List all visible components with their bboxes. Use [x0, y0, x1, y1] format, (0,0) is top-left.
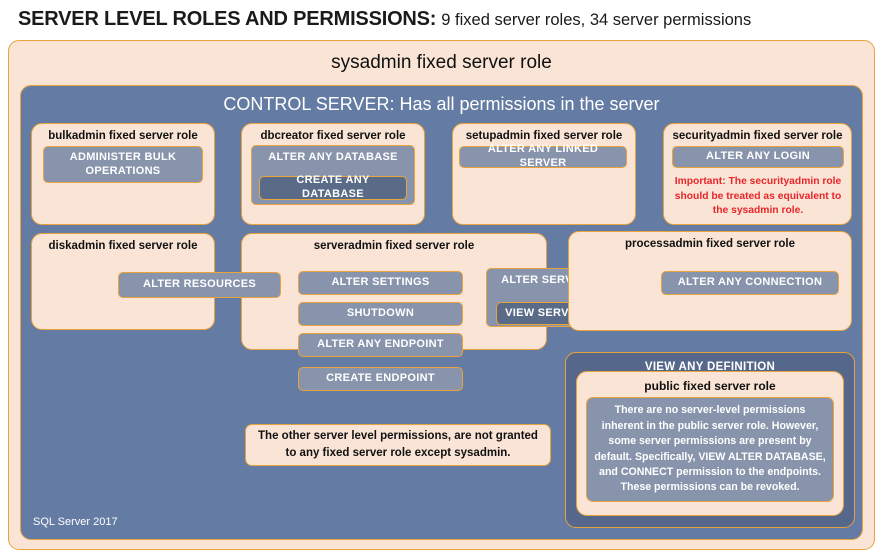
permission-create-endpoint[interactable]: CREATE ENDPOINT — [298, 367, 463, 391]
public-role-description: There are no server-level permissions in… — [586, 397, 834, 502]
permission-alter-any-endpoint[interactable]: ALTER ANY ENDPOINT — [298, 333, 463, 357]
permission-alter-any-login[interactable]: ALTER ANY LOGIN — [672, 146, 844, 168]
control-server-label: CONTROL SERVER: Has all permissions in t… — [223, 94, 660, 114]
role-title-diskadmin: diskadmin fixed server role — [48, 240, 198, 252]
view-any-definition-label: VIEW ANY DEFINITION — [644, 361, 776, 373]
role-title-bulkadmin: bulkadmin fixed server role — [48, 130, 198, 142]
role-title-processadmin: processadmin fixed server role — [624, 238, 796, 250]
role-title-serveradmin: serveradmin fixed server role — [313, 240, 475, 252]
role-card-setupadmin: setupadmin fixed server role — [452, 123, 636, 225]
permission-create-any-database[interactable]: CREATE ANY DATABASE — [259, 174, 407, 200]
role-card-securityadmin: securityadmin fixed server role — [663, 123, 852, 225]
securityadmin-warning-text: Important: The securityadmin role should… — [674, 176, 842, 217]
sysadmin-label: sysadmin fixed server role — [331, 52, 552, 73]
page-title: SERVER LEVEL ROLES AND PERMISSIONS: 9 fi… — [18, 8, 868, 36]
permission-shutdown[interactable]: SHUTDOWN — [298, 302, 463, 326]
role-title-dbcreator: dbcreator fixed server role — [260, 130, 406, 142]
page-title-subtitle: 9 fixed server roles, 34 server permissi… — [441, 11, 752, 29]
footer-label: SQL Server 2017 — [33, 516, 118, 528]
role-title-setupadmin: setupadmin fixed server role — [465, 130, 623, 142]
role-title-securityadmin: securityadmin fixed server role — [672, 130, 843, 142]
role-title-public: public fixed server role — [644, 379, 776, 393]
page-title-strong: SERVER LEVEL ROLES AND PERMISSIONS: — [18, 8, 437, 30]
permission-alter-resources[interactable]: ALTER RESOURCES — [118, 272, 281, 298]
other-permissions-note: The other server level permissions, are … — [245, 424, 551, 466]
permission-alter-any-connection[interactable]: ALTER ANY CONNECTION — [661, 271, 839, 295]
permission-administer-bulk-operations[interactable]: ADMINISTER BULK OPERATIONS — [43, 146, 203, 183]
permission-alter-any-linked-server[interactable]: ALTER ANY LINKED SERVER — [459, 143, 627, 169]
permission-alter-settings[interactable]: ALTER SETTINGS — [298, 271, 463, 295]
